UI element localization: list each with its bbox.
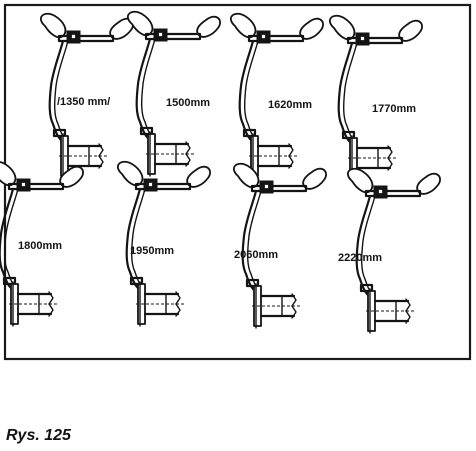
axle-diagram-1: /1350 mm/ — [39, 12, 135, 180]
axle-diagram-8: 2220mm — [338, 167, 442, 335]
axle-drawing — [328, 14, 424, 182]
width-label: 1800mm — [18, 240, 62, 252]
width-label: 2220mm — [338, 252, 382, 264]
axle-diagram-5: 1800mm — [0, 160, 85, 328]
width-label: 1950mm — [130, 245, 174, 257]
axle-drawing — [126, 10, 222, 178]
axle-drawing — [116, 160, 212, 328]
width-label: /1350 mm/ — [57, 96, 110, 108]
width-label: 1500mm — [166, 97, 210, 109]
axle-drawing — [232, 162, 328, 330]
axle-diagram-4: 1770mm — [328, 14, 424, 182]
axle-diagram-3: 1620mm — [229, 12, 325, 180]
axle-drawing — [229, 12, 325, 180]
axle-drawing — [346, 167, 442, 335]
axle-diagram-7: 2060mm — [232, 162, 328, 330]
axle-diagram-6: 1950mm — [116, 160, 212, 328]
axle-diagram-2: 1500mm — [126, 10, 222, 178]
width-label: 1620mm — [268, 99, 312, 111]
width-label: 2060mm — [234, 249, 278, 261]
width-label: 1770mm — [372, 103, 416, 115]
figure-caption: Rys. 125 — [6, 427, 72, 444]
